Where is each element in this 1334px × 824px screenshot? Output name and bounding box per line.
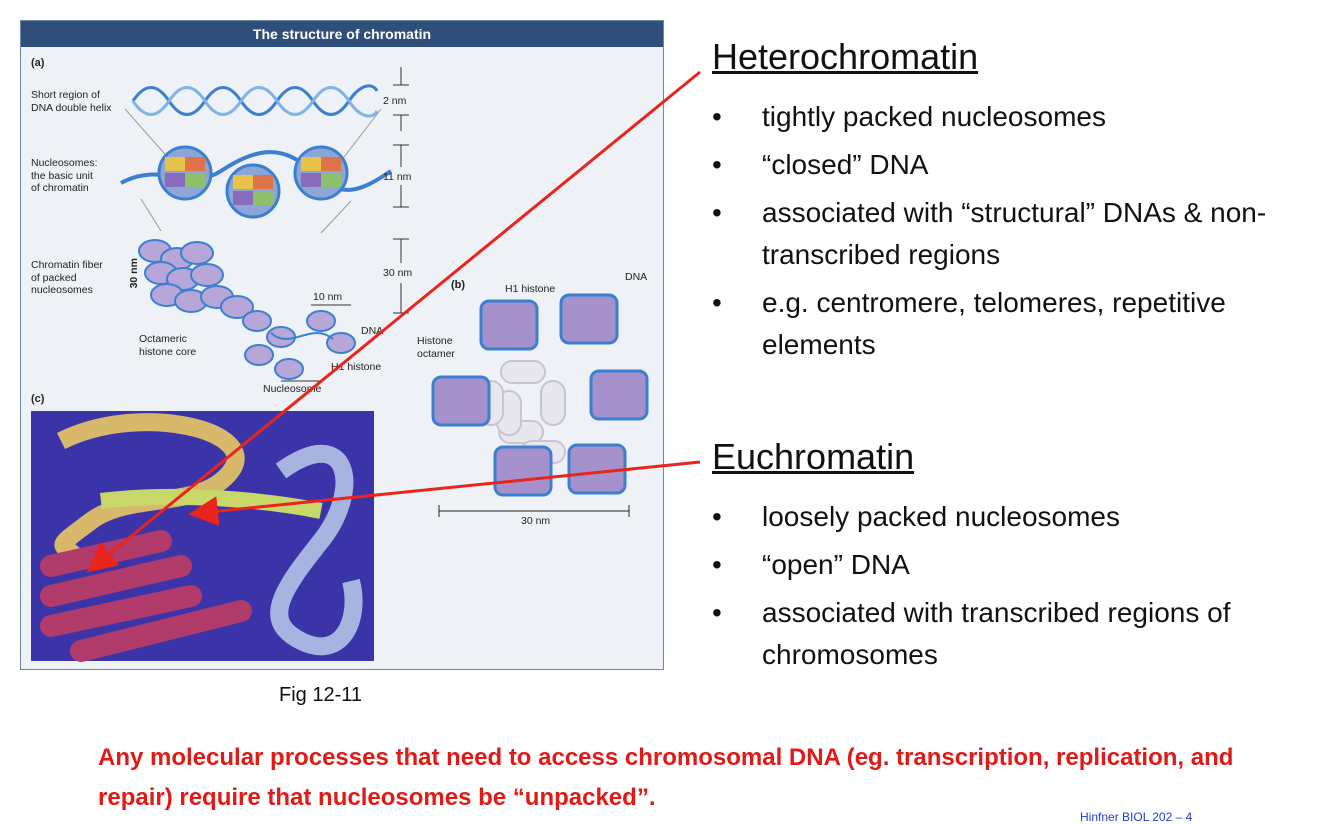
slide-attribution: Hinfner BIOL 202 – 4: [1080, 810, 1192, 824]
bullet: •: [712, 496, 742, 538]
label-histone-octamer: Histone octamer: [417, 335, 455, 360]
list-item: •“closed” DNA: [712, 144, 1322, 186]
dim-10nm: 10 nm: [313, 291, 342, 304]
figure-title: The structure of chromatin: [21, 21, 663, 47]
panel-c-label: (c): [31, 393, 44, 405]
bullet: •: [712, 282, 742, 324]
list-item: •“open” DNA: [712, 544, 1322, 586]
label-octameric-core: Octameric histone core: [139, 333, 196, 358]
label-dna-helix: Short region of DNA double helix: [31, 89, 112, 114]
euchromatin-heading: Euchromatin: [712, 436, 914, 478]
heterochromatin-heading: Heterochromatin: [712, 36, 978, 78]
panel-a-label: (a): [31, 57, 44, 69]
nucleosome-2: [227, 165, 279, 217]
list-item: •loosely packed nucleosomes: [712, 496, 1322, 538]
list-item: •tightly packed nucleosomes: [712, 96, 1322, 138]
dim-30nm: 30 nm: [383, 267, 412, 280]
bullet: •: [712, 592, 742, 634]
solenoid-diagram: [433, 295, 647, 517]
footer-note: Any molecular processes that need to acc…: [98, 738, 1298, 818]
bullet: •: [712, 192, 742, 234]
dim-11nm: 11 nm: [383, 171, 411, 184]
dim-30nm-panel-b: 30 nm: [521, 515, 550, 528]
label-30nm-vertical: 30 nm: [128, 258, 141, 288]
scale-30nm: [281, 239, 409, 381]
dim-2nm: 2 nm: [383, 95, 406, 108]
chromatin-figure: The structure of chromatin (a) (b) (c) S…: [20, 20, 664, 670]
list-item: •associated with transcribed regions of …: [712, 592, 1322, 676]
bullet: •: [712, 544, 742, 586]
label-h1-panel-b: H1 histone: [505, 283, 555, 296]
label-nucleosomes: Nucleosomes: the basic unit of chromatin: [31, 157, 98, 195]
label-chromatin-fiber: Chromatin fiber of packed nucleosomes: [31, 259, 103, 297]
list-item: •e.g. centromere, telomeres, repetitive …: [712, 282, 1322, 366]
nucleosome-3: [295, 147, 347, 199]
euchromatin-list: •loosely packed nucleosomes •“open” DNA …: [712, 496, 1322, 682]
bullet: •: [712, 144, 742, 186]
list-item: •associated with “structural” DNAs & non…: [712, 192, 1322, 276]
chromatin-model-image: [31, 411, 374, 661]
chromatin-fiber: [139, 240, 355, 379]
figure-caption: Fig 12-11: [279, 684, 362, 707]
label-dna-panel-b: DNA: [625, 271, 647, 284]
label-dna-panel-a: DNA: [361, 325, 383, 338]
dna-double-helix: [133, 86, 377, 116]
heterochromatin-list: •tightly packed nucleosomes •“closed” DN…: [712, 96, 1322, 372]
nucleosome-1: [159, 147, 211, 199]
label-h1-panel-a: H1 histone: [331, 361, 381, 374]
panel-b-label: (b): [451, 279, 465, 291]
label-nucleosome: Nucleosome: [263, 383, 321, 396]
bullet: •: [712, 96, 742, 138]
chromatin-diagram: [21, 21, 665, 671]
